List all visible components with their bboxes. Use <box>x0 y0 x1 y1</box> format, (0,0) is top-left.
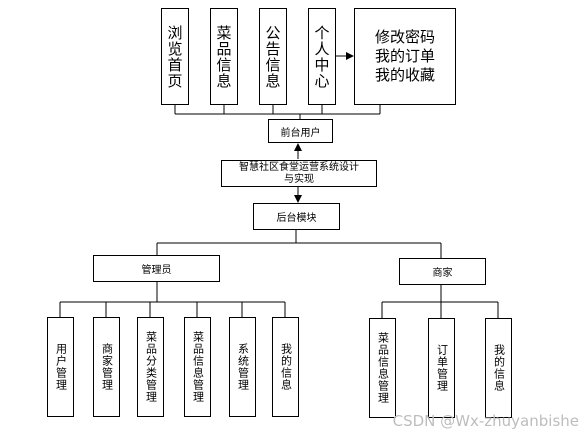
admin-item-dish-info-management: 菜品信息管理 <box>184 317 211 417</box>
admin-item-system-management: 系统管理 <box>229 317 256 417</box>
front-item-browse-home: 浏览首页 <box>161 8 189 105</box>
front-item-dish-info: 菜品信息 <box>210 8 238 105</box>
system-title: 智慧社区食堂运营系统设计 与实现 <box>221 160 377 187</box>
admin-item-dish-category-management: 菜品分类管理 <box>137 317 164 417</box>
merchant-item-my-info: 我的信息 <box>485 318 512 418</box>
admin-item-my-info: 我的信息 <box>272 317 299 417</box>
front-item-announcements: 公告信息 <box>259 8 287 105</box>
admin-item-user-management: 用户管理 <box>47 317 74 417</box>
personal-center-submenu: 修改密码 我的订单 我的收藏 <box>354 8 456 105</box>
front-item-personal-center: 个人中心 <box>308 8 336 105</box>
watermark: CSDN @Wx-zhuyanbishe <box>392 412 579 430</box>
merchant-box: 商家 <box>399 258 486 285</box>
merchant-item-order-management: 订单管理 <box>428 318 455 418</box>
admin-item-merchant-management: 商家管理 <box>93 317 120 417</box>
backend-module: 后台模块 <box>253 203 340 230</box>
admin-box: 管理员 <box>93 255 220 282</box>
merchant-item-dish-info-management: 菜品信息管理 <box>369 318 396 418</box>
front-user-module: 前台用户 <box>268 119 333 143</box>
